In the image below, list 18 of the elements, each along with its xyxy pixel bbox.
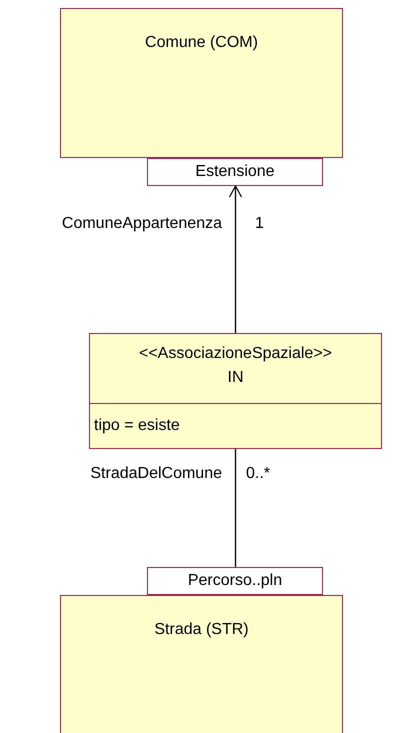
class-name: Strada (STR) [154, 620, 249, 640]
attribute-text: tipo = esiste [93, 416, 181, 436]
role-name: StradaDelComune [90, 464, 222, 484]
port-name: Estensione [195, 162, 275, 182]
class-box [60, 595, 343, 733]
role-name: ComuneAppartenenza [62, 214, 222, 234]
multiplicity: 0..* [246, 464, 270, 484]
port-box [147, 158, 323, 186]
class-box [60, 8, 343, 158]
port-box [147, 567, 323, 595]
association-line [228, 185, 242, 333]
class-name: Comune (COM) [145, 33, 258, 53]
multiplicity: 1 [255, 214, 264, 234]
stereotype: <<AssociazioneSpaziale>> [138, 344, 332, 364]
association-line [234, 449, 236, 567]
class-box [89, 333, 382, 449]
port-name: Percorso..pln [188, 571, 282, 591]
class-name: IN [228, 368, 244, 388]
